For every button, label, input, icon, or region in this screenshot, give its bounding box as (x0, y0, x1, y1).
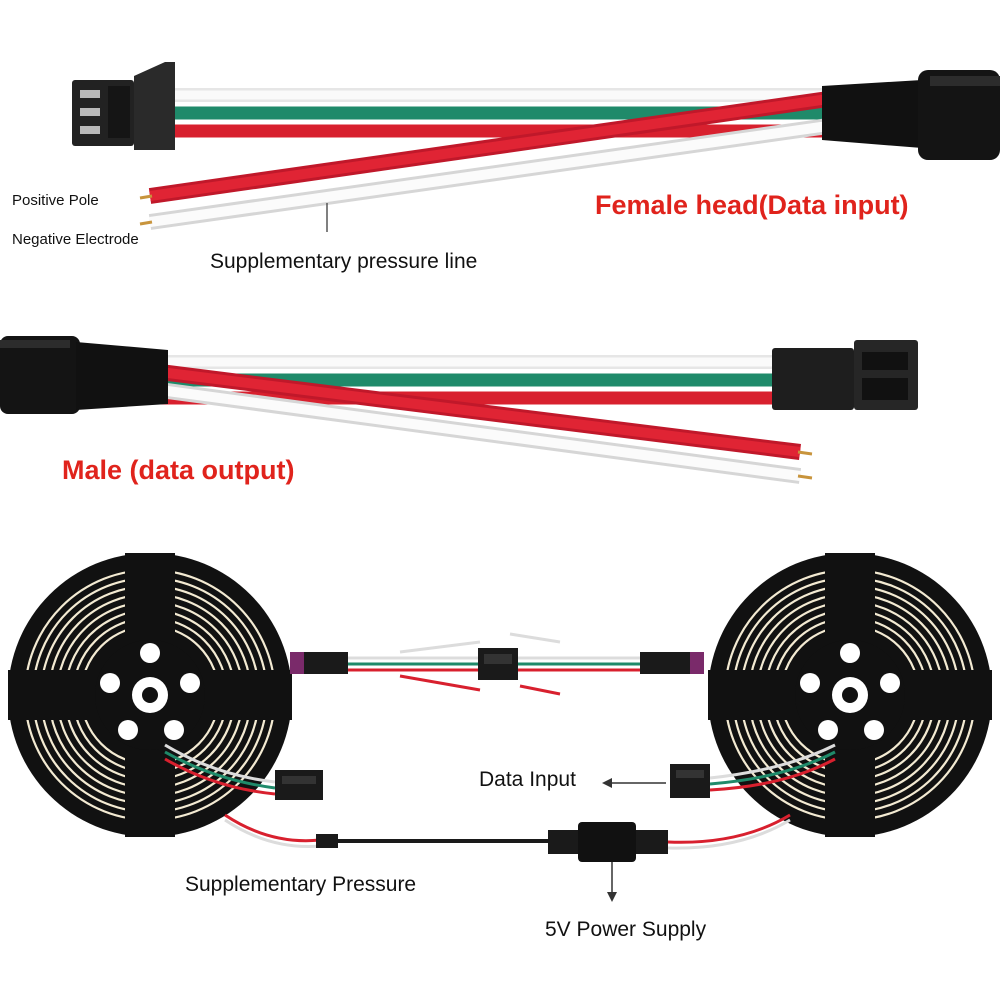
left-reel-leads (164, 743, 548, 848)
right-reel-leads (548, 743, 836, 902)
supplementary-pressure-label: Supplementary Pressure (185, 873, 417, 896)
jst-sm-3pin-female-icon (670, 764, 710, 798)
male-sleeve (0, 336, 168, 414)
jst-sm-3pin-male-icon (275, 770, 323, 800)
female-head-cable (72, 62, 1000, 232)
power-supply-label: 5V Power Supply (545, 918, 707, 941)
left-led-reel (8, 553, 292, 837)
positive-pole-label: Positive Pole (12, 192, 99, 209)
jst-sm-3pin-male-icon (772, 340, 918, 410)
data-input-label: Data Input (479, 768, 576, 791)
supplementary-pressure-line-label: Supplementary pressure line (210, 250, 478, 273)
male-head-cable (0, 336, 918, 484)
right-led-reel (708, 553, 992, 837)
female-sleeve (822, 70, 1000, 160)
negative-electrode-label: Negative Electrode (12, 231, 139, 248)
jst-sm-3pin-female-icon (72, 62, 175, 150)
reel-link-cable (290, 632, 704, 696)
male-head-label: Male (data output) (62, 455, 295, 485)
female-head-label: Female head(Data input) (595, 190, 909, 220)
